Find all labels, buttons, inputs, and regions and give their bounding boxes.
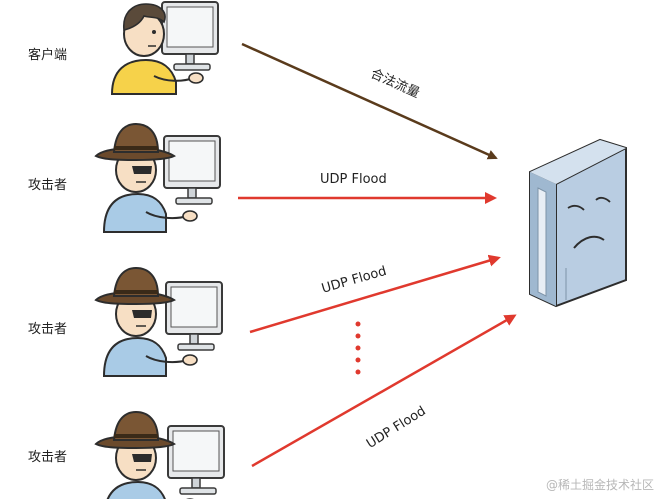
attacker-figure-2 [94,266,223,378]
attacker-label-3: 攻击者 [28,450,68,465]
arrow-flood-2 [249,254,501,334]
client-figure [111,1,219,95]
arrow-flood-3 [251,314,517,468]
ellipsis-dots [355,321,361,375]
attacker-label-1: 攻击者 [28,178,68,193]
attacker-figure-1 [94,122,221,234]
arrow-label-flood-1: UDP Flood [320,172,387,187]
client-label: 客户端 [28,48,68,63]
attacker-label-2: 攻击者 [28,322,68,337]
attacker-figure-3 [94,410,225,499]
watermark-text: @稀土掘金技术社区 [545,478,654,492]
arrow-legit [241,42,498,160]
server-icon [529,138,627,308]
